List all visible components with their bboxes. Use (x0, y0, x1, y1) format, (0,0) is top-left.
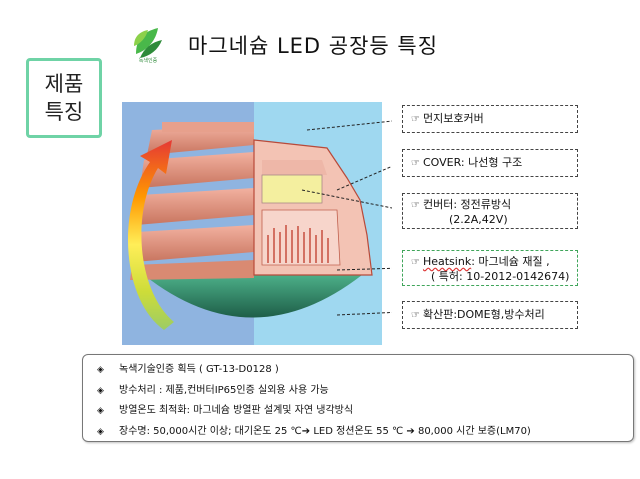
logo-text: 녹색인증 (138, 58, 158, 64)
green-certification-logo-icon (134, 28, 162, 58)
diamond-bullet-icon: ◈ (97, 385, 104, 396)
callout-cover: ☞COVER: 나선형 구조 (402, 149, 578, 177)
pointing-hand-icon: ☞ (411, 158, 420, 169)
section-label-line1: 제품 (44, 72, 84, 96)
callout-dust-cover: ☞먼지보호커버 (402, 105, 578, 133)
callout-text: 컨버터: 정전류방식 (422, 198, 512, 211)
callout-text: COVER: 나선형 구조 (422, 156, 523, 169)
pointing-hand-icon: ☞ (411, 200, 420, 211)
callout-subtext: ( 특허: 10-2012-0142674) (431, 270, 570, 283)
spec-item: ◈방수처리 : 제품,컨버터IP65인증 실외용 사용 가능 (97, 381, 619, 402)
diamond-bullet-icon: ◈ (97, 426, 104, 437)
callout-heatsink: ☞Heatsink: 마그네슘 재질 , ( 특허: 10-2012-01426… (402, 250, 578, 286)
page-title: 마그네슘 LED 공장등 특징 (188, 34, 439, 58)
pointing-hand-icon: ☞ (411, 310, 420, 321)
callout-diffuser: ☞확산판:DOME형,방수처리 (402, 301, 578, 329)
callout-text: 확산판:DOME형,방수처리 (422, 308, 545, 321)
pointing-hand-icon: ☞ (411, 257, 420, 268)
callout-text: : 마그네슘 재질 , (471, 255, 550, 268)
section-label-box: 제품 특징 (26, 58, 102, 138)
diamond-bullet-icon: ◈ (97, 406, 104, 416)
callout-heatsink-label: Heatsink (422, 255, 472, 268)
pointing-hand-icon: ☞ (411, 114, 420, 125)
diamond-bullet-icon: ◈ (97, 365, 104, 375)
led-lamp-cutaway-illustration (122, 102, 392, 345)
spec-item: ◈녹색기술인증 획득 ( GT-13-D0128 ) (97, 360, 619, 381)
callout-subtext: (2.2A,42V) (449, 213, 508, 226)
section-label-line2: 특징 (44, 100, 84, 124)
spec-item: ◈장수명: 50,000시간 이상; 대기온도 25 ℃➔ LED 정션온도 5… (97, 422, 619, 443)
callout-converter: ☞컨버터: 정전류방식 (2.2A,42V) (402, 193, 578, 229)
spec-item: ◈방열온도 최적화: 마그네슘 방열판 설계및 자연 냉각방식 (97, 401, 619, 422)
callout-text: 먼지보호커버 (422, 112, 484, 125)
spec-list-box: ◈녹색기술인증 획득 ( GT-13-D0128 ) ◈방수처리 : 제품,컨버… (82, 354, 634, 442)
